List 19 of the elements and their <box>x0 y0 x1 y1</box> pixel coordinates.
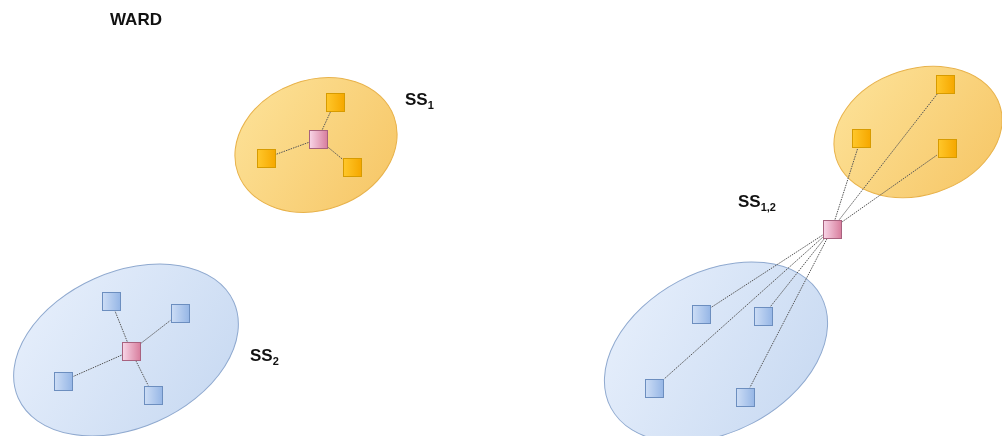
connector-line <box>710 234 823 309</box>
cluster-label: SS$_{1}$ <box>405 90 434 114</box>
connector-line <box>114 310 128 342</box>
connector-line <box>275 141 309 156</box>
connector-line <box>841 154 938 223</box>
connector-line <box>321 111 332 130</box>
connector-line <box>135 360 149 386</box>
connector-line <box>838 93 939 220</box>
connector-line <box>834 147 859 220</box>
connector-line <box>140 319 171 345</box>
connector-line <box>72 354 122 378</box>
title: WARD <box>110 10 162 30</box>
connector-line <box>327 146 343 160</box>
cluster-label: SS$_{1,2}$ <box>738 192 776 216</box>
centroid-square <box>822 219 842 239</box>
cluster-label: SS$_{2}$ <box>250 346 279 370</box>
connector-line <box>663 237 823 380</box>
connector-line <box>749 238 828 388</box>
connector-line <box>770 238 825 307</box>
